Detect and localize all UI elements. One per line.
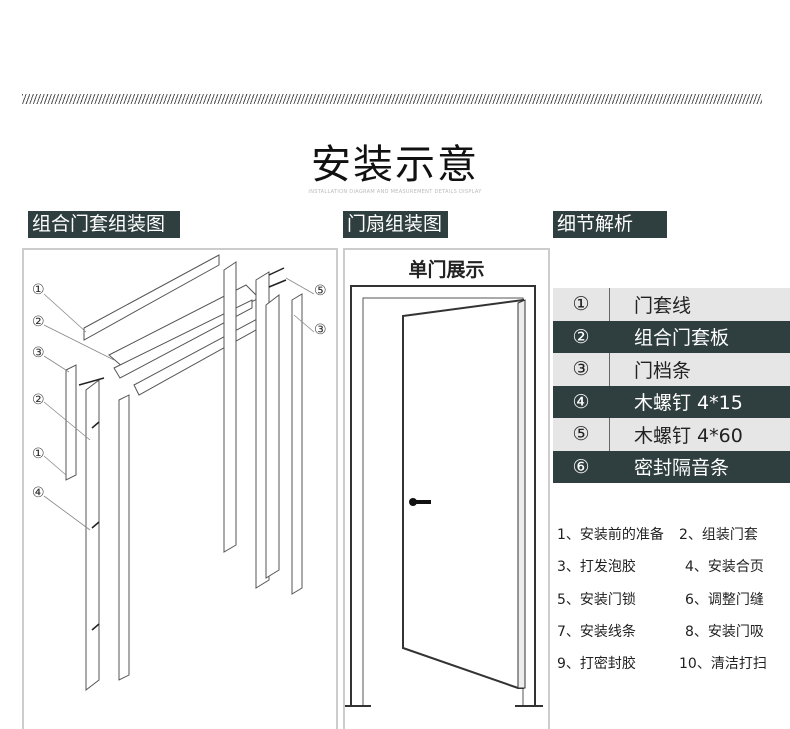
door-leaf (402, 298, 524, 689)
step-item: 2、组装门套 (679, 527, 758, 543)
section-header-details: 细节解析 (553, 211, 667, 238)
parts-table: ① 门套线 ② 组合门套板 ③ 门档条 ④ 木螺钉 4*15 ⑤ 木螺钉 4*60 ⑥ 密封… (553, 288, 790, 483)
diagram-label: ② (32, 392, 45, 408)
diagram-label: ④ (32, 485, 45, 501)
part-name: 组合门套板 (634, 327, 730, 350)
part-name: 木螺钉 4*60 (634, 424, 743, 447)
step-item: 7、安装线条 (557, 624, 636, 640)
part-number: ⑥ (553, 450, 610, 483)
diagram-label: ③ (32, 345, 45, 361)
table-row: ④ 木螺钉 4*15 (553, 385, 790, 418)
right-casing-piece (223, 261, 237, 553)
part-name: 门档条 (634, 359, 692, 382)
hatch-divider (22, 94, 762, 104)
part-number: ③ (553, 353, 610, 386)
part-number: ② (553, 320, 610, 353)
section-header-frame-assembly: 组合门套组装图 (28, 211, 180, 238)
right-stop-piece (291, 293, 303, 595)
page-subtitle: INSTALLATION DIAGRAM AND MEASUREMENT DET… (308, 189, 482, 195)
left-casing-piece (65, 364, 77, 481)
part-number: ⑤ (553, 418, 610, 451)
top-casing-piece (83, 254, 220, 341)
diagram-label: ② (32, 314, 45, 330)
table-row: ② 组合门套板 (553, 320, 790, 353)
part-number: ④ (553, 385, 610, 418)
step-item: 3、打发泡胶 (557, 559, 636, 575)
part-name: 木螺钉 4*15 (634, 392, 743, 415)
diagram-label: ③ (314, 322, 327, 338)
step-item: 8、安装门吸 (685, 624, 764, 640)
door-assembly-panel (343, 248, 550, 729)
step-item: 10、清洁打扫 (679, 656, 767, 672)
step-item: 5、安装门锁 (557, 592, 636, 608)
page-title: 安装示意 (311, 142, 479, 188)
step-item: 9、打密封胶 (557, 656, 636, 672)
section-header-door-assembly: 门扇组装图 (343, 211, 448, 238)
screw-marks (78, 267, 287, 631)
step-item: 4、安装合页 (685, 559, 764, 575)
step-item: 6、调整门缝 (685, 592, 764, 608)
table-row: ⑥ 密封隔音条 (553, 450, 790, 483)
door-panel-title: 单门展示 (408, 259, 485, 281)
table-row: ① 门套线 (553, 288, 790, 321)
leader-lines (43, 277, 315, 531)
diagram-label: ① (32, 446, 45, 462)
part-number: ① (553, 288, 610, 321)
left-stop-piece (118, 394, 130, 681)
step-item: 1、安装前的准备 (557, 527, 664, 543)
left-jamb-piece (85, 378, 100, 692)
door-drawing (345, 285, 543, 707)
part-name: 密封隔音条 (634, 457, 730, 480)
diagram-label: ⑤ (314, 283, 327, 299)
table-row: ⑤ 木螺钉 4*60 (553, 418, 790, 451)
table-row: ③ 门档条 (553, 353, 790, 386)
door-frame-outer (350, 285, 536, 706)
frame-assembly-panel: ① ② ③ ② ① ④ ⑤ ③ (22, 248, 338, 729)
diagram-label: ① (32, 282, 45, 298)
frame-exploded-drawing (43, 254, 315, 692)
part-name: 门套线 (634, 294, 692, 317)
